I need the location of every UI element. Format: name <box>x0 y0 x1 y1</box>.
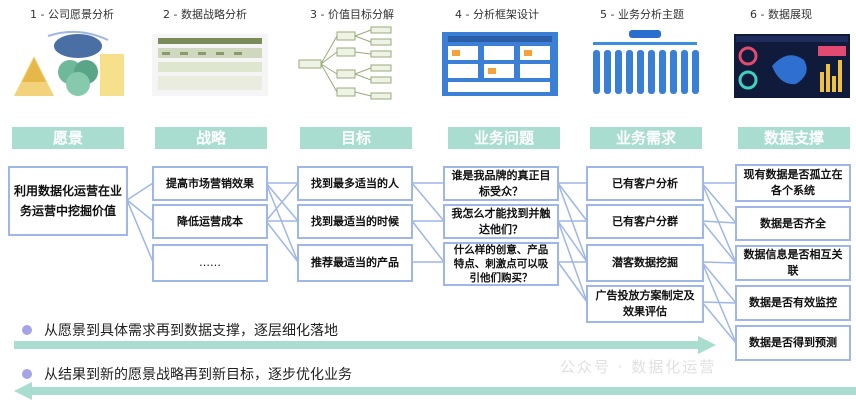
problem-box-1: 谁是我品牌的真正目标受众？ <box>443 166 559 201</box>
backward-arrow <box>14 382 856 400</box>
forward-text: 从愿景到具体需求再到数据支撑，逐层细化落地 <box>44 323 338 339</box>
dashboard-thumbnail <box>734 34 850 98</box>
goal-box-3: 推荐最适当的产品 <box>297 244 413 282</box>
demand-box-4: 广告投放方案制定及效果评估 <box>586 285 704 323</box>
header-business-demand: 业务需求 <box>590 127 702 149</box>
step-title-4: 4 - 分析框架设计 <box>455 8 539 21</box>
data-box-5: 数据是否得到预测 <box>735 325 851 361</box>
strategy-box-more: …… <box>152 244 268 282</box>
watermark: 公众号 · 数据化运营 <box>560 358 717 376</box>
demand-box-1: 已有客户分析 <box>586 166 704 201</box>
problem-box-3: 什么样的创意、产品特点、刺激点可以吸引他们购买？ <box>443 242 559 286</box>
forward-caption: 从愿景到具体需求再到数据支撑，逐层细化落地 <box>22 320 338 340</box>
step-title-2: 2 - 数据战略分析 <box>163 8 247 21</box>
vision-box: 利用数据化运营在业务运营中挖掘价值 <box>8 166 128 236</box>
header-vision: 愿景 <box>12 127 124 149</box>
vision-diagram-thumbnail <box>14 30 124 96</box>
header-strategy: 战略 <box>155 127 267 149</box>
framework-thumbnail <box>442 32 558 96</box>
demand-box-2: 已有客户分群 <box>586 204 704 239</box>
data-box-2: 数据是否齐全 <box>735 206 851 241</box>
header-data-support: 数据支撑 <box>738 127 850 149</box>
step-title-1: 1 - 公司愿景分析 <box>30 8 114 21</box>
backward-text: 从结果到新的愿景战略再到新目标，逐步优化业务 <box>44 367 352 383</box>
strategy-diagram-thumbnail <box>152 34 268 96</box>
strategy-box-2: 降低运营成本 <box>152 204 268 239</box>
strategy-box-1: 提高市场营销效果 <box>152 166 268 201</box>
problem-box-2: 我怎么才能找到并触达他们？ <box>443 204 559 239</box>
goal-box-1: 找到最多适当的人 <box>297 166 413 201</box>
step-title-3: 3 - 价值目标分解 <box>310 8 394 21</box>
demand-box-3: 潜客数据挖掘 <box>586 244 704 282</box>
data-box-1: 现有数据是否孤立在各个系统 <box>735 164 851 202</box>
data-box-4: 数据是否有效监控 <box>735 285 851 321</box>
step-title-6: 6 - 数据展现 <box>750 8 812 21</box>
bullet-dot-icon <box>22 369 32 379</box>
goal-box-2: 找到最适当的时候 <box>297 204 413 239</box>
backward-caption: 从结果到新的愿景战略再到新目标，逐步优化业务 <box>22 364 352 384</box>
business-topics-thumbnail <box>593 30 699 94</box>
header-goal: 目标 <box>300 127 412 149</box>
data-box-3: 数据信息是否相互关联 <box>735 245 851 281</box>
goal-tree-thumbnail <box>298 26 392 100</box>
forward-arrow <box>14 336 716 354</box>
bullet-dot-icon <box>22 325 32 335</box>
header-business-problem: 业务问题 <box>448 127 560 149</box>
step-title-5: 5 - 业务分析主题 <box>600 8 684 21</box>
